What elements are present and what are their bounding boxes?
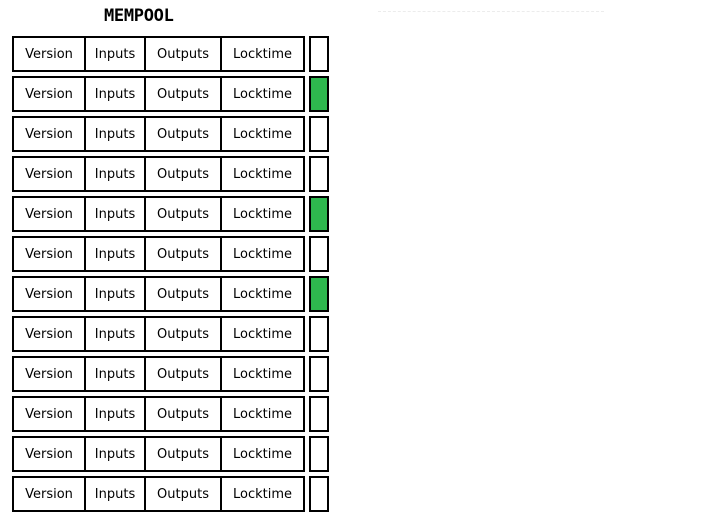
transaction-field-locktime: Locktime bbox=[222, 398, 303, 430]
transaction-field-inputs: Inputs bbox=[86, 318, 146, 350]
transaction-field-version: Version bbox=[14, 478, 86, 510]
transaction-field-locktime: Locktime bbox=[222, 38, 303, 70]
transaction-field-inputs: Inputs bbox=[86, 278, 146, 310]
transaction-field-locktime: Locktime bbox=[222, 278, 303, 310]
transaction-field-outputs: Outputs bbox=[146, 38, 222, 70]
transaction-field-outputs: Outputs bbox=[146, 78, 222, 110]
transaction-status-indicator[interactable] bbox=[309, 236, 329, 272]
transaction-field-inputs: Inputs bbox=[86, 198, 146, 230]
transaction-field-locktime: Locktime bbox=[222, 158, 303, 190]
faint-dashed-divider bbox=[378, 11, 604, 12]
transaction-field-inputs: Inputs bbox=[86, 78, 146, 110]
transaction-field-locktime: Locktime bbox=[222, 358, 303, 390]
transaction-field-outputs: Outputs bbox=[146, 318, 222, 350]
transaction-field-outputs: Outputs bbox=[146, 278, 222, 310]
transaction-field-inputs: Inputs bbox=[86, 358, 146, 390]
transaction-field-version: Version bbox=[14, 158, 86, 190]
transaction-field-version: Version bbox=[14, 198, 86, 230]
transaction-field-outputs: Outputs bbox=[146, 118, 222, 150]
page-title: MEMPOOL bbox=[104, 6, 174, 26]
transaction-field-version: Version bbox=[14, 358, 86, 390]
transaction-field-locktime: Locktime bbox=[222, 438, 303, 470]
transaction-status-indicator[interactable] bbox=[309, 356, 329, 392]
transaction-field-locktime: Locktime bbox=[222, 118, 303, 150]
transaction-field-inputs: Inputs bbox=[86, 158, 146, 190]
transaction-status-indicator[interactable] bbox=[309, 476, 329, 512]
transaction-field-locktime: Locktime bbox=[222, 238, 303, 270]
transaction-field-outputs: Outputs bbox=[146, 238, 222, 270]
transaction-field-version: Version bbox=[14, 118, 86, 150]
transaction-field-locktime: Locktime bbox=[222, 478, 303, 510]
transaction-field-outputs: Outputs bbox=[146, 438, 222, 470]
transaction-status-indicator[interactable] bbox=[309, 196, 329, 232]
transaction-status-indicator[interactable] bbox=[309, 36, 329, 72]
transaction-field-version: Version bbox=[14, 238, 86, 270]
transaction-field-outputs: Outputs bbox=[146, 478, 222, 510]
transaction-field-locktime: Locktime bbox=[222, 198, 303, 230]
transaction-status-indicator[interactable] bbox=[309, 316, 329, 352]
transaction-status-indicator[interactable] bbox=[309, 116, 329, 152]
transaction-status-indicator[interactable] bbox=[309, 396, 329, 432]
transaction-field-locktime: Locktime bbox=[222, 318, 303, 350]
transaction-field-inputs: Inputs bbox=[86, 438, 146, 470]
transaction-field-locktime: Locktime bbox=[222, 78, 303, 110]
transaction-status-indicator[interactable] bbox=[309, 76, 329, 112]
transaction-field-version: Version bbox=[14, 278, 86, 310]
transaction-field-outputs: Outputs bbox=[146, 198, 222, 230]
transaction-field-version: Version bbox=[14, 438, 86, 470]
transaction-field-inputs: Inputs bbox=[86, 238, 146, 270]
transaction-field-version: Version bbox=[14, 398, 86, 430]
transaction-field-outputs: Outputs bbox=[146, 358, 222, 390]
transaction-status-indicator[interactable] bbox=[309, 156, 329, 192]
transaction-field-version: Version bbox=[14, 318, 86, 350]
transaction-status-indicator[interactable] bbox=[309, 436, 329, 472]
transaction-status-indicator[interactable] bbox=[309, 276, 329, 312]
transaction-field-inputs: Inputs bbox=[86, 478, 146, 510]
transaction-field-version: Version bbox=[14, 78, 86, 110]
transaction-field-inputs: Inputs bbox=[86, 118, 146, 150]
transaction-field-outputs: Outputs bbox=[146, 158, 222, 190]
transaction-field-version: Version bbox=[14, 38, 86, 70]
transaction-field-inputs: Inputs bbox=[86, 38, 146, 70]
transaction-field-outputs: Outputs bbox=[146, 398, 222, 430]
transaction-field-inputs: Inputs bbox=[86, 398, 146, 430]
